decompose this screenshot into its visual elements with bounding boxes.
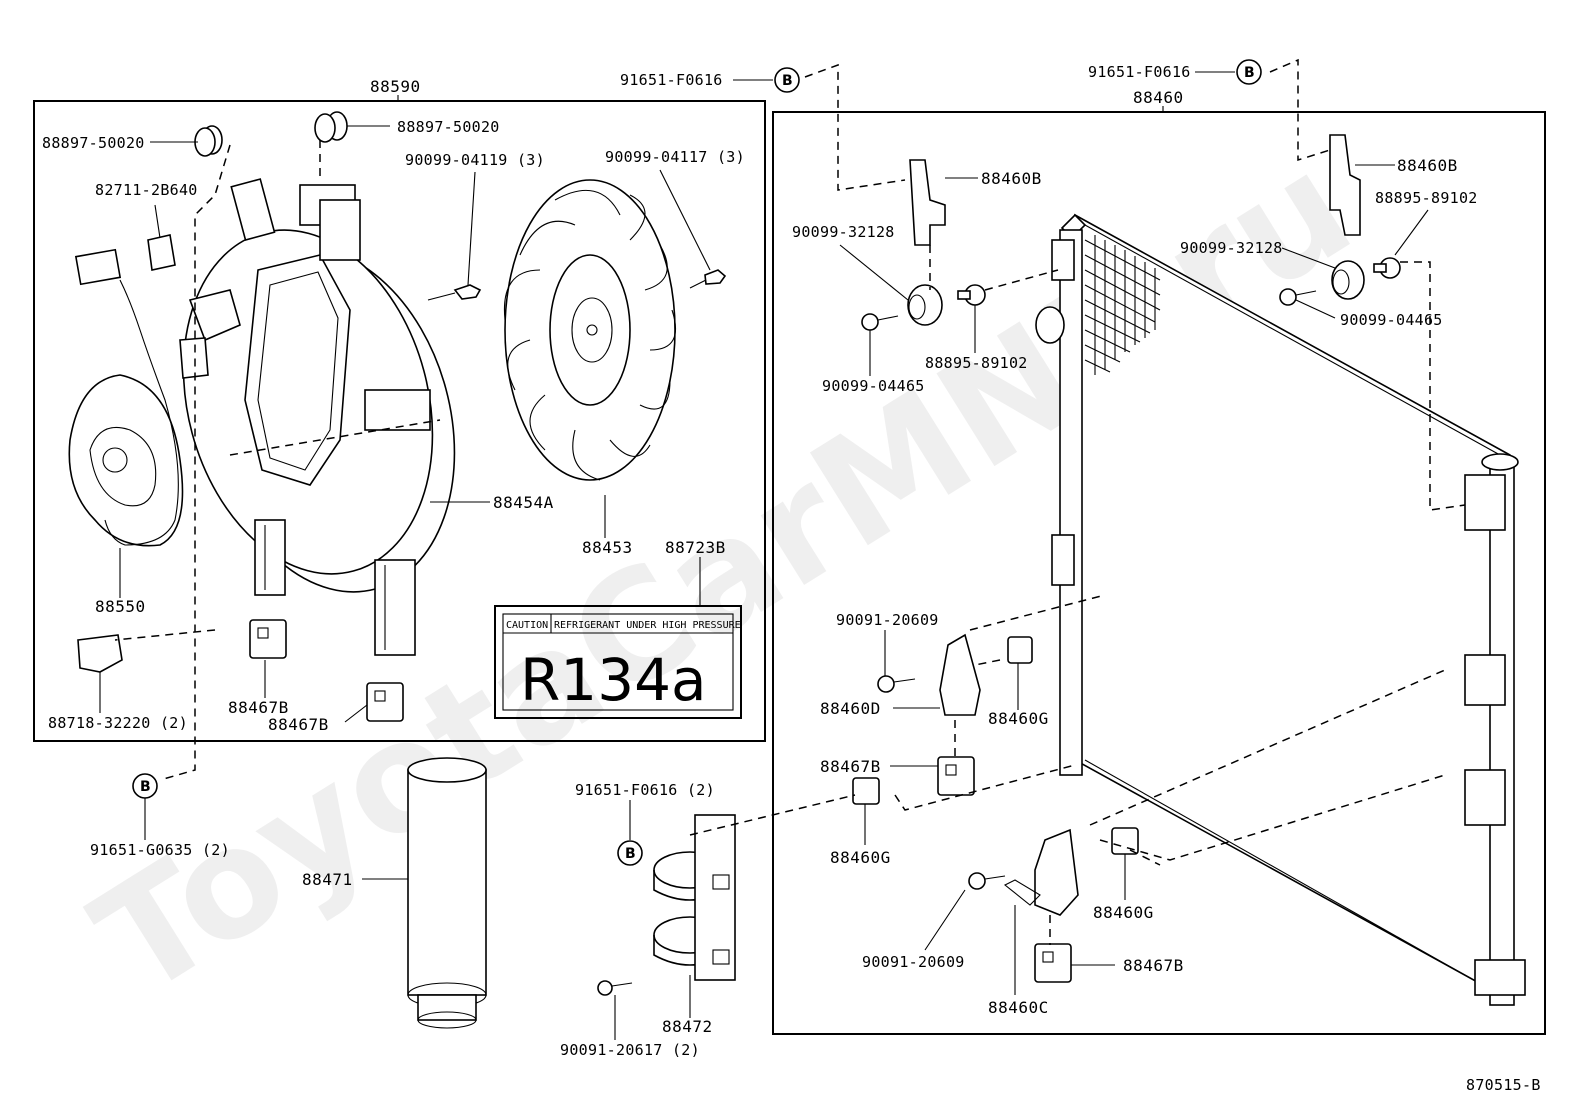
ref-circle-b-2: B: [1236, 59, 1262, 85]
diagram-code: 870515-B: [1466, 1076, 1541, 1094]
leader-lines: [99, 71, 1429, 1040]
ref-circle-b-4: B: [617, 840, 643, 866]
caution-word: CAUTION: [506, 620, 548, 631]
bracket-88460c: [1003, 828, 1079, 916]
label-88467b-c: 88467B: [820, 757, 881, 776]
condenser-group-box: [772, 111, 1546, 1035]
receiver-dryer-88471: [407, 757, 487, 1029]
bolt-90091-20617: [597, 980, 633, 996]
label-88460b-a: 88460B: [981, 169, 1042, 188]
clip-82711: [147, 234, 176, 271]
label-88550: 88550: [95, 597, 146, 616]
bracket-88460d: [939, 633, 981, 716]
label-90099-04465-b: 90099-04465: [1340, 311, 1443, 329]
cushion-90099-32128-b: [1331, 260, 1365, 300]
svg-text:B: B: [782, 73, 793, 89]
ref-circle-b-3: B: [132, 773, 158, 799]
label-88453: 88453: [582, 538, 633, 557]
label-88460c: 88460C: [988, 998, 1049, 1017]
svg-text:B: B: [140, 779, 151, 795]
caution-warning: REFRIGERANT UNDER HIGH PRESSURE: [554, 620, 741, 631]
label-88460g-a: 88460G: [988, 709, 1049, 728]
screw-90099-04117: [689, 269, 727, 289]
bracket-88460b-a: [909, 159, 946, 246]
label-88460b-b: 88460B: [1397, 156, 1458, 175]
fan-shroud-88454a: [182, 178, 456, 656]
cushion-90099-32128-a: [907, 284, 943, 326]
svg-text:B: B: [1244, 65, 1255, 81]
label-90091-20609-b: 90091-20609: [862, 953, 965, 971]
dashed-connectors: [114, 58, 1466, 945]
caution-label-88723b: CAUTION REFRIGERANT UNDER HIGH PRESSURE …: [494, 605, 742, 719]
fan-shroud-group-box: [33, 100, 766, 742]
bracket-small: [179, 289, 241, 379]
label-88895-89102-b: 88895-89102: [1375, 189, 1478, 207]
condenser-group-number: 88460: [1133, 88, 1184, 107]
nut-88467b-a: [249, 619, 287, 659]
nut-88460g-b: [852, 777, 880, 805]
label-90091-20609-a: 90091-20609: [836, 611, 939, 629]
label-88895-89102-a: 88895-89102: [925, 354, 1028, 372]
label-88454a: 88454A: [493, 493, 554, 512]
condenser-core: [1035, 213, 1526, 1006]
clip-88718: [77, 634, 123, 673]
label-88460d: 88460D: [820, 699, 881, 718]
label-90099-04465-a: 90099-04465: [822, 377, 925, 395]
bolt-90091-20609-a: [877, 675, 916, 693]
nut-88467b-d: [1034, 943, 1072, 983]
fan-motor-88550: [68, 248, 184, 547]
label-91651-f0616-a: 91651-F0616: [620, 71, 723, 89]
label-88460g-c: 88460G: [1093, 903, 1154, 922]
fan-88453: [503, 179, 676, 481]
pin-88895-89102-a: [957, 284, 986, 306]
bolt-90099-04465-a: [861, 313, 899, 331]
label-88897-50020-a: 88897-50020: [42, 134, 145, 152]
svg-text:B: B: [625, 846, 636, 862]
cushion-88897-b: [314, 111, 348, 143]
label-90099-04117: 90099-04117 (3): [605, 148, 745, 166]
label-91651-g0635: 91651-G0635 (2): [90, 841, 230, 859]
label-88718-32220: 88718-32220 (2): [48, 714, 188, 732]
label-88460g-b: 88460G: [830, 848, 891, 867]
label-88723b: 88723B: [665, 538, 726, 557]
screw-90099-04119: [427, 284, 482, 301]
label-88467b-d: 88467B: [1123, 956, 1184, 975]
nut-88467b-b: [366, 682, 404, 722]
label-90099-32128-b: 90099-32128: [1180, 239, 1283, 257]
label-82711-2b640: 82711-2B640: [95, 181, 198, 199]
bolt-90091-20609-b: [968, 872, 1006, 890]
bracket-88460b-b: [1329, 134, 1361, 236]
label-88467b-b: 88467B: [268, 715, 329, 734]
clamp-bracket-88472: [653, 814, 736, 981]
pin-88895-89102-b: [1373, 257, 1401, 279]
label-88472: 88472: [662, 1017, 713, 1036]
bolt-90099-04465-b: [1279, 288, 1317, 306]
label-90099-04119: 90099-04119 (3): [405, 151, 545, 169]
ref-circle-b-1: B: [774, 67, 800, 93]
label-88467b-a: 88467B: [228, 698, 289, 717]
fan-shroud-group-number: 88590: [370, 77, 421, 96]
label-91651-f0616-2: 91651-F0616 (2): [575, 781, 715, 799]
nut-88467b-c: [937, 756, 975, 796]
label-90091-20617: 90091-20617 (2): [560, 1041, 700, 1059]
cushion-88897-a: [194, 125, 223, 157]
refrigerant-type: R134a: [520, 646, 707, 714]
nut-88460g-a: [1007, 636, 1033, 664]
label-88471: 88471: [302, 870, 353, 889]
label-90099-32128-a: 90099-32128: [792, 223, 895, 241]
label-88897-50020-b: 88897-50020: [397, 118, 500, 136]
label-91651-f0616-b: 91651-F0616: [1088, 63, 1191, 81]
